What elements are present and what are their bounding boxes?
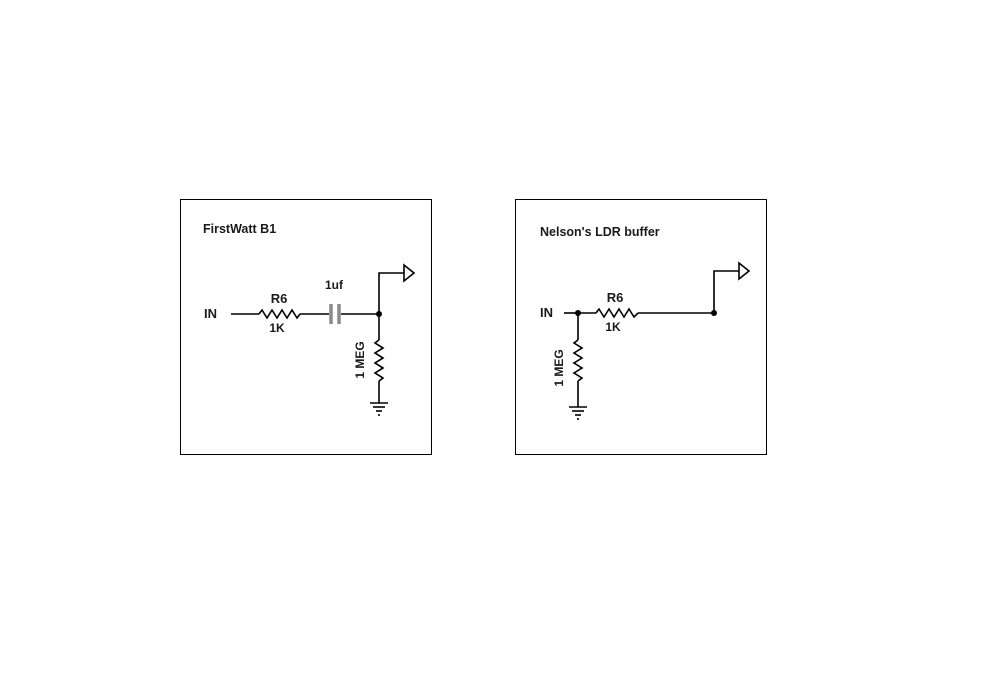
schematic-panel-ldr-buffer: Nelson's LDR buffer IN R6 1K 1 MEG: [515, 199, 767, 455]
resistor-1meg-symbol: [572, 339, 584, 382]
resistor-r6-symbol: [595, 307, 639, 319]
resistor-1meg-value: 1 MEG: [552, 349, 566, 386]
ground-icon: [569, 406, 587, 420]
ground-icon: [370, 402, 388, 416]
resistor-r6-value: 1K: [605, 320, 621, 334]
input-label: IN: [540, 305, 553, 320]
output-wire: [713, 270, 739, 313]
output-arrow-icon: [403, 263, 416, 283]
input-label: IN: [204, 306, 217, 321]
output-arrow-icon: [738, 261, 751, 281]
schematic-firstwatt-b1: FirstWatt B1 IN R6 1K 1uf 1 MEG: [203, 222, 416, 416]
schematic-ldr-buffer: Nelson's LDR buffer IN R6 1K 1 MEG: [540, 225, 751, 420]
resistor-1meg-symbol: [373, 339, 385, 382]
resistor-r6-name: R6: [271, 291, 288, 306]
diagram-title: FirstWatt B1: [203, 222, 276, 236]
diagram-title: Nelson's LDR buffer: [540, 225, 660, 239]
capacitor-value: 1uf: [325, 278, 344, 292]
schematic-panel-firstwatt-b1: FirstWatt B1 IN R6 1K 1uf 1 MEG: [180, 199, 432, 455]
resistor-r6-symbol: [258, 308, 301, 320]
resistor-1meg-value: 1 MEG: [353, 341, 367, 378]
resistor-r6-name: R6: [607, 290, 624, 305]
resistor-r6-value: 1K: [269, 321, 285, 335]
output-wire: [378, 272, 404, 314]
